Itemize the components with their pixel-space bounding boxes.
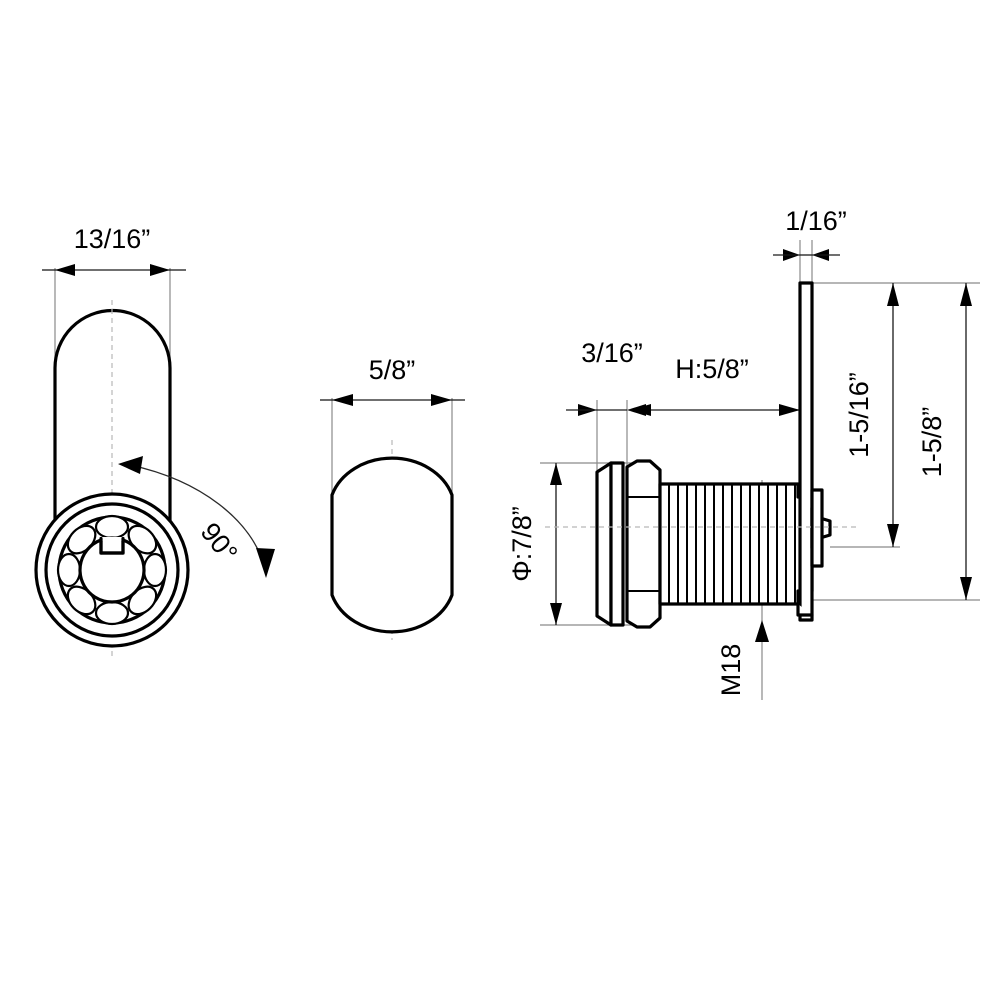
lock-head-bezel xyxy=(595,461,613,627)
dim-label-thread-spec: M18 xyxy=(716,644,746,697)
arrow-right-cam-width xyxy=(150,264,170,276)
dim-label-camplate-thickness: 1/16” xyxy=(785,206,847,236)
thread-lines-group xyxy=(668,484,796,604)
dim-label-barrel-length: H:5/8” xyxy=(675,354,749,384)
lock-plug-notch xyxy=(99,539,125,555)
cam-profile-body xyxy=(330,456,454,634)
dim-label-cam-arm-width: 13/16” xyxy=(74,224,151,254)
cam-boss-frame xyxy=(810,488,824,568)
arrow-left-cam-width xyxy=(55,264,75,276)
arrow-right-profile-width xyxy=(431,394,452,406)
keyway-petal-1 xyxy=(94,514,130,540)
notch-mask xyxy=(101,537,123,541)
arrow-phi-bottom xyxy=(550,603,562,625)
dim-label-overall-height: 1-5/8” xyxy=(917,407,947,478)
lock-plug-circle xyxy=(78,536,146,604)
arrow-rotation-start xyxy=(118,456,143,474)
arrow-cam-height-bottom xyxy=(887,524,899,547)
lock-head-plate xyxy=(609,461,625,627)
dim-label-head-thickness: 3/16” xyxy=(581,338,643,368)
threaded-barrel xyxy=(658,482,814,606)
dim-label-cam-profile-width: 5/8” xyxy=(369,355,416,385)
arrow-phi-top xyxy=(550,463,562,485)
keyway-petal-7 xyxy=(56,552,82,588)
arrow-m18-bottom xyxy=(755,620,769,642)
hex-nut xyxy=(625,459,662,629)
front-view-group: 13/16” 90° xyxy=(34,224,275,660)
arrow-barrel-right xyxy=(779,404,800,416)
cam-plate xyxy=(798,281,814,622)
arrow-left-profile-width xyxy=(332,394,353,406)
arrow-barrel-left xyxy=(630,404,651,416)
keyway-petal-3 xyxy=(142,552,168,588)
dim-label-cam-height: 1-5/16” xyxy=(844,372,874,458)
cam-profile-view-group: 5/8” xyxy=(320,355,465,640)
side-view-group: 3/16” H:5/8” 1/16” Φ:7/8” M18 1-5/16” 1- xyxy=(507,206,980,700)
arrow-overall-bottom xyxy=(960,577,972,600)
arrow-cam-height-top xyxy=(887,283,899,306)
keyway-petal-5 xyxy=(94,600,130,626)
arrow-overall-top xyxy=(960,283,972,306)
arrow-rotation-end xyxy=(256,548,275,578)
barrel-lower-step xyxy=(796,602,814,617)
dim-label-head-diameter: Φ:7/8” xyxy=(507,506,537,582)
